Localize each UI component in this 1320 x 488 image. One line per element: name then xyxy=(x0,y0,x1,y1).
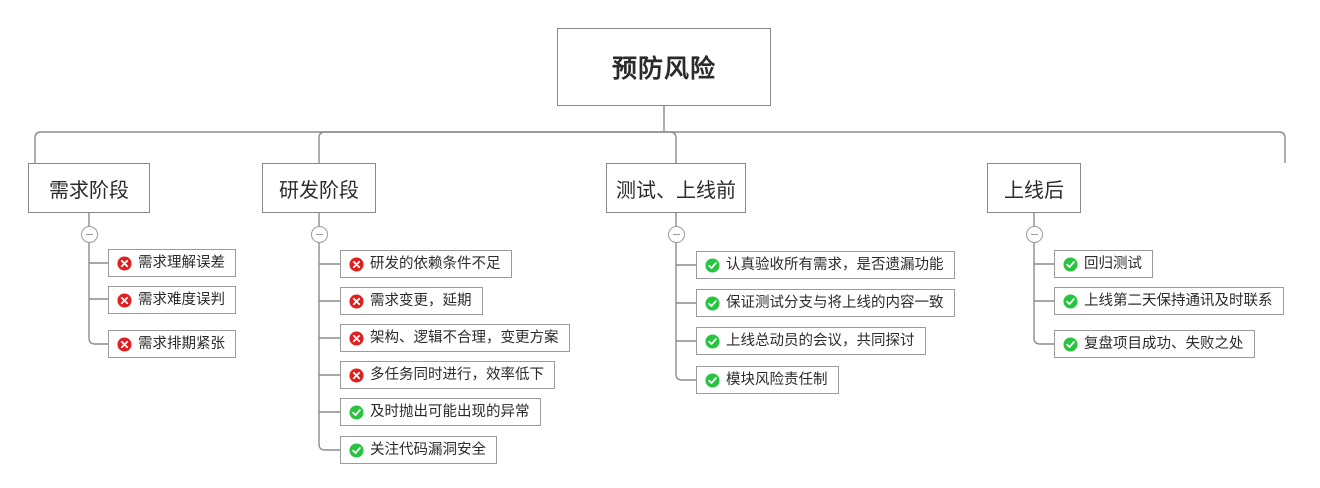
error-circle-icon xyxy=(117,292,132,308)
leaf-node-label: 关注代码漏洞安全 xyxy=(370,441,486,458)
check-circle-icon xyxy=(705,295,720,311)
leaf-node[interactable]: 架构、逻辑不合理，变更方案 xyxy=(340,324,570,352)
phase-node-development[interactable]: 研发阶段 xyxy=(262,163,376,213)
leaf-node-label: 架构、逻辑不合理，变更方案 xyxy=(370,329,559,346)
check-circle-icon xyxy=(349,404,364,420)
leaf-node[interactable]: 认真验收所有需求，是否遗漏功能 xyxy=(696,251,955,279)
leaf-node-label: 需求排期紧张 xyxy=(138,335,225,352)
leaf-node-label: 需求理解误差 xyxy=(138,254,225,271)
leaf-node[interactable]: 研发的依赖条件不足 xyxy=(340,250,512,278)
error-circle-icon xyxy=(349,367,364,383)
error-circle-icon xyxy=(117,255,132,271)
root-node[interactable]: 预防风险 xyxy=(557,28,771,106)
leaf-node-label: 复盘项目成功、失败之处 xyxy=(1084,335,1244,352)
phase-node-label: 测试、上线前 xyxy=(616,179,736,202)
check-circle-icon xyxy=(349,442,364,458)
leaf-node-label: 研发的依赖条件不足 xyxy=(370,255,501,272)
collapse-minus-icon xyxy=(1030,233,1038,236)
leaf-node-label: 保证测试分支与将上线的内容一致 xyxy=(726,294,944,311)
leaf-node-label: 需求变更，延期 xyxy=(370,292,472,309)
leaf-node-label: 及时抛出可能出现的异常 xyxy=(370,403,530,420)
collapse-minus-icon xyxy=(672,233,680,236)
leaf-node-label: 上线总动员的会议，共同探讨 xyxy=(726,332,915,349)
phase-node-label: 需求阶段 xyxy=(49,179,129,202)
leaf-node[interactable]: 关注代码漏洞安全 xyxy=(340,436,497,464)
leaf-node[interactable]: 需求变更，延期 xyxy=(340,287,483,315)
leaf-node[interactable]: 模块风险责任制 xyxy=(696,366,839,394)
phase-node-label: 上线后 xyxy=(1004,179,1064,202)
leaf-node[interactable]: 及时抛出可能出现的异常 xyxy=(340,398,541,426)
collapse-toggle-testing-prelaunch[interactable] xyxy=(667,226,685,243)
collapse-toggle-development[interactable] xyxy=(310,226,328,243)
leaf-node[interactable]: 需求难度误判 xyxy=(108,286,236,314)
leaf-node[interactable]: 上线第二天保持通讯及时联系 xyxy=(1054,287,1284,315)
error-circle-icon xyxy=(349,256,364,272)
error-circle-icon xyxy=(349,330,364,346)
leaf-node-label: 上线第二天保持通讯及时联系 xyxy=(1084,292,1273,309)
check-circle-icon xyxy=(1063,293,1078,309)
phase-node-requirements[interactable]: 需求阶段 xyxy=(28,163,150,213)
phase-node-testing-prelaunch[interactable]: 测试、上线前 xyxy=(606,163,746,213)
leaf-node-label: 模块风险责任制 xyxy=(726,371,828,388)
phase-node-label: 研发阶段 xyxy=(279,179,359,202)
leaf-node[interactable]: 上线总动员的会议，共同探讨 xyxy=(696,327,926,355)
error-circle-icon xyxy=(117,336,132,352)
check-circle-icon xyxy=(705,333,720,349)
check-circle-icon xyxy=(1063,256,1078,272)
leaf-node[interactable]: 多任务同时进行，效率低下 xyxy=(340,361,555,389)
root-node-label: 预防风险 xyxy=(611,55,716,83)
check-circle-icon xyxy=(1063,336,1078,352)
error-circle-icon xyxy=(349,293,364,309)
collapse-toggle-requirements[interactable] xyxy=(80,226,98,243)
leaf-node-label: 认真验收所有需求，是否遗漏功能 xyxy=(726,256,944,273)
check-circle-icon xyxy=(705,372,720,388)
check-circle-icon xyxy=(705,257,720,273)
collapse-minus-icon xyxy=(85,233,93,236)
leaf-node-label: 需求难度误判 xyxy=(138,291,225,308)
collapse-minus-icon xyxy=(315,233,323,236)
leaf-node[interactable]: 保证测试分支与将上线的内容一致 xyxy=(696,289,955,317)
leaf-node[interactable]: 复盘项目成功、失败之处 xyxy=(1054,330,1255,358)
phase-node-post-launch[interactable]: 上线后 xyxy=(987,163,1081,213)
leaf-node[interactable]: 需求排期紧张 xyxy=(108,330,236,358)
leaf-node-label: 多任务同时进行，效率低下 xyxy=(370,366,544,383)
leaf-node[interactable]: 回归测试 xyxy=(1054,250,1153,278)
collapse-toggle-post-launch[interactable] xyxy=(1025,226,1043,243)
leaf-node-label: 回归测试 xyxy=(1084,255,1142,272)
leaf-node[interactable]: 需求理解误差 xyxy=(108,249,236,277)
